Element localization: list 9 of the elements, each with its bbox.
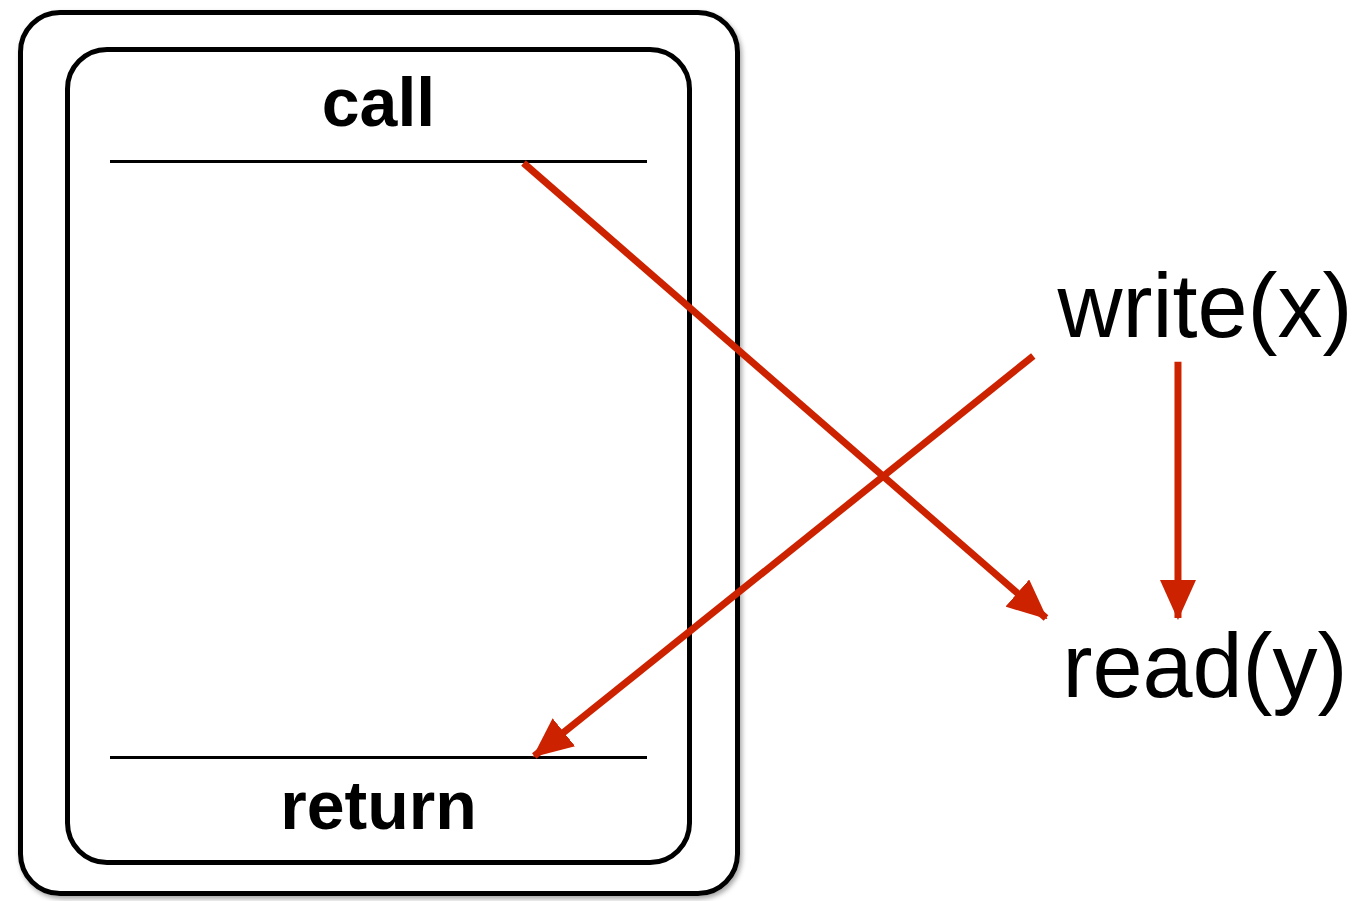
section-label: return <box>280 766 477 845</box>
section-label: call <box>321 63 436 142</box>
outer-rounded-box <box>18 10 740 896</box>
arrow <box>532 353 1036 759</box>
operation-text: read(y) <box>1062 618 1348 714</box>
arrow <box>521 160 1049 621</box>
operation-text: write(x) <box>1057 258 1353 354</box>
arrow <box>1159 361 1196 620</box>
inner-rounded-box <box>65 47 692 865</box>
